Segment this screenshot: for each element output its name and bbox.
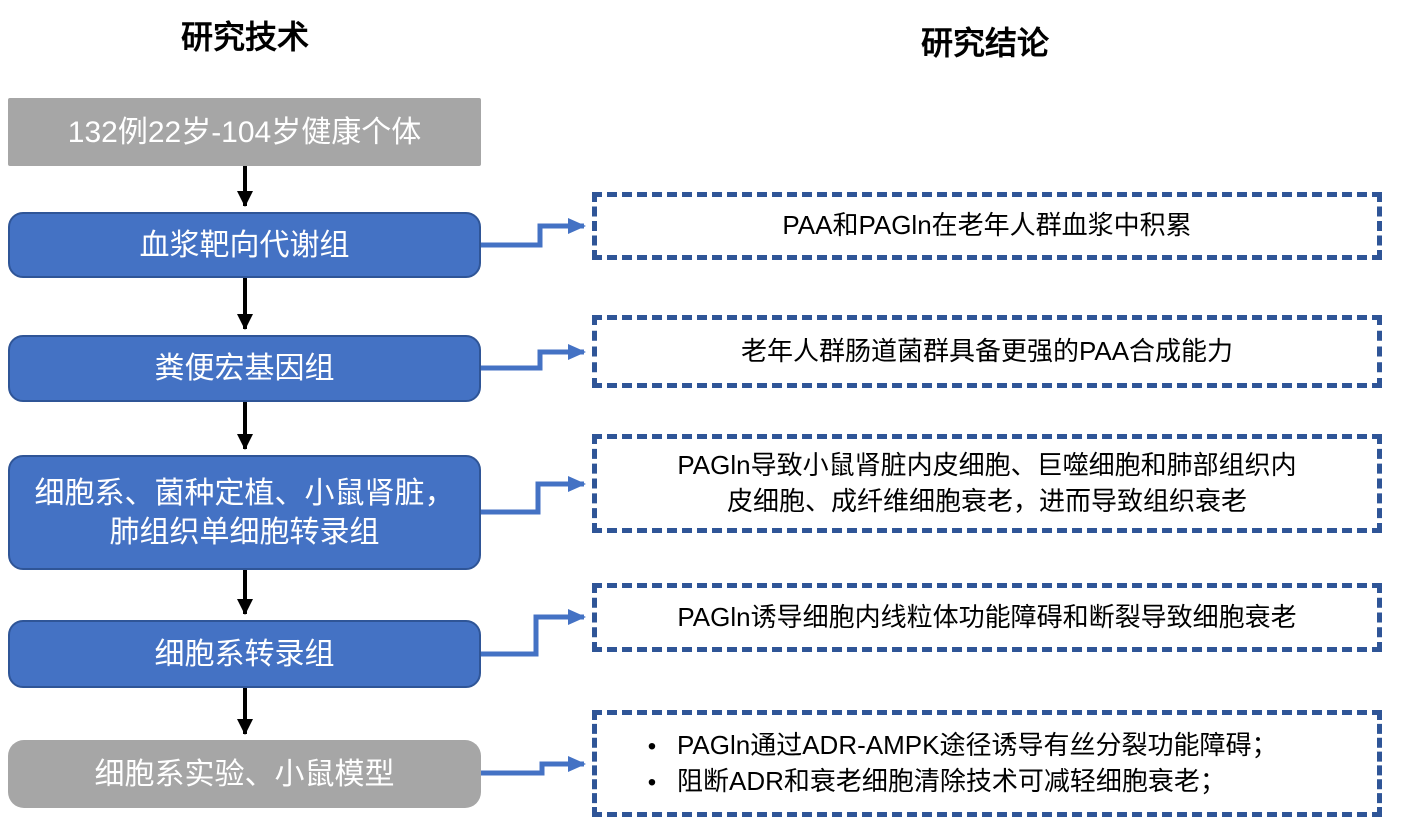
bullet-text: 阻断ADR和衰老细胞清除技术可减轻细胞衰老； bbox=[677, 765, 1226, 796]
flow-box-single-cell-transcriptomics: 细胞系、菌种定植、小鼠肾脏， 肺组织单细胞转录组 bbox=[8, 455, 481, 570]
conclusion-box-mitochondrial-dysfunction: PAGln诱导细胞内线粒体功能障碍和断裂导致细胞衰老 bbox=[592, 583, 1382, 652]
conclusion-box-tissue-senescence: PAGln导致小鼠肾脏内皮细胞、巨噬细胞和肺部组织内 皮细胞、成纤维细胞衰老，进… bbox=[592, 434, 1382, 533]
flow-box-fecal-metagenomics: 粪便宏基因组 bbox=[8, 335, 481, 402]
conclusion-text-line1: PAGln导致小鼠肾脏内皮细胞、巨噬细胞和肺部组织内 bbox=[677, 450, 1297, 481]
flow-box-plasma-metabolomics: 血浆靶向代谢组 bbox=[8, 212, 481, 278]
bullet-icon: • bbox=[647, 733, 657, 761]
elbow-connector-2 bbox=[481, 344, 586, 371]
bullet-icon: • bbox=[647, 768, 657, 796]
flow-box-label: 粪便宏基因组 bbox=[154, 352, 335, 385]
flow-box-label: 132例22岁-104岁健康个体 bbox=[67, 115, 422, 149]
conclusion-box-adr-ampk: • PAGln通过ADR-AMPK途径诱导有丝分裂功能障碍； • 阻断ADR和衰… bbox=[592, 710, 1382, 817]
column-header-conclusions: 研究结论 bbox=[920, 25, 1050, 61]
flow-box-label-line1: 细胞系、菌种定植、小鼠肾脏， bbox=[34, 476, 455, 510]
elbow-connector-3 bbox=[481, 476, 586, 515]
bullet-item: • 阻断ADR和衰老细胞清除技术可减轻细胞衰老； bbox=[627, 764, 1359, 799]
column-header-techniques: 研究技术 bbox=[180, 19, 310, 55]
flow-box-cellline-mouse-model: 细胞系实验、小鼠模型 bbox=[8, 740, 481, 808]
flow-box-label-line2: 肺组织单细胞转录组 bbox=[109, 515, 380, 549]
conclusion-box-gut-microbiota-paa: 老年人群肠道菌群具备更强的PAA合成能力 bbox=[592, 315, 1382, 388]
flow-box-label: 血浆靶向代谢组 bbox=[139, 228, 350, 262]
flow-box-cohort: 132例22岁-104岁健康个体 bbox=[8, 98, 481, 166]
flow-box-cellline-transcriptomics: 细胞系转录组 bbox=[8, 620, 481, 688]
elbow-connector-5 bbox=[481, 756, 586, 776]
elbow-connector-4 bbox=[481, 609, 586, 657]
elbow-connector-1 bbox=[481, 218, 586, 248]
conclusion-text: PAGln诱导细胞内线粒体功能障碍和断裂导致细胞衰老 bbox=[677, 601, 1297, 632]
conclusion-text-line2: 皮细胞、成纤维细胞衰老，进而导致组织衰老 bbox=[726, 485, 1247, 516]
flow-box-label: 细胞系转录组 bbox=[154, 637, 335, 671]
conclusion-box-paa-pagln-accumulation: PAA和PAGln在老年人群血浆中积累 bbox=[592, 192, 1382, 260]
bullet-text: PAGln通过ADR-AMPK途径诱导有丝分裂功能障碍； bbox=[677, 730, 1278, 761]
conclusion-text: 老年人群肠道菌群具备更强的PAA合成能力 bbox=[740, 335, 1234, 366]
bullet-item: • PAGln通过ADR-AMPK途径诱导有丝分裂功能障碍； bbox=[627, 728, 1359, 763]
conclusion-text: PAA和PAGln在老年人群血浆中积累 bbox=[782, 210, 1192, 241]
flow-box-label: 细胞系实验、小鼠模型 bbox=[94, 757, 395, 791]
